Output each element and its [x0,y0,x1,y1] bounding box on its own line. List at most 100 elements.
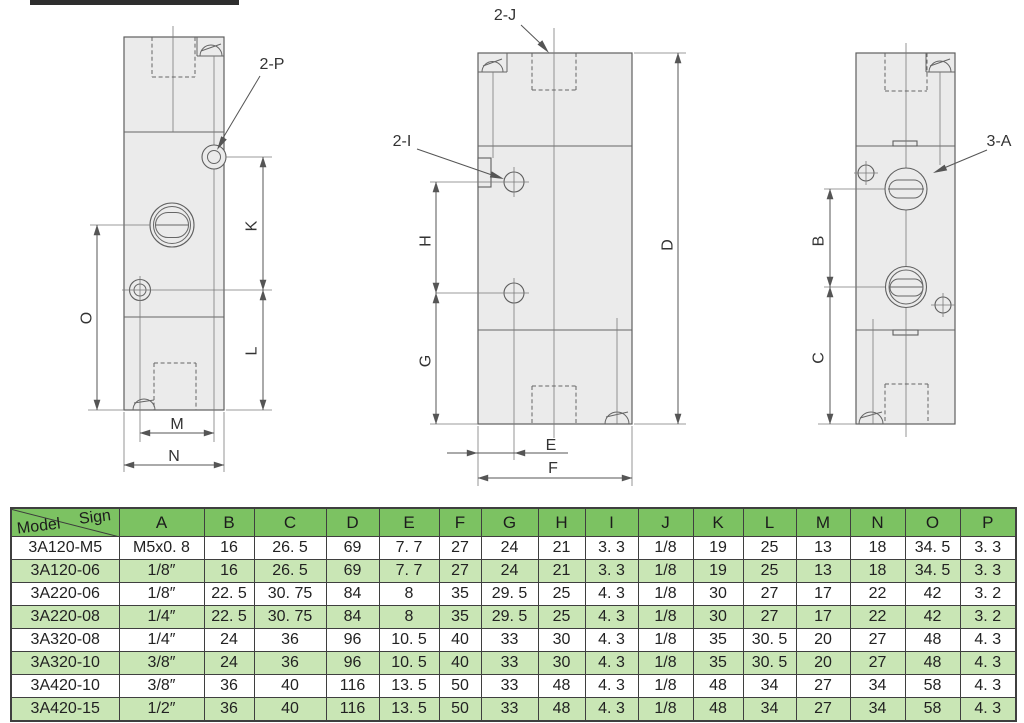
right-hidden-port-top [884,53,928,92]
value-cell: 36 [203,697,255,722]
value-cell: 30. 75 [253,605,327,629]
value-cell: 33 [480,651,539,675]
left-pilot-hole [201,144,227,170]
value-cell: 4. 3 [959,697,1017,722]
value-cell: 20 [795,651,851,675]
right-mounting-notch-top [925,53,955,73]
dimension-l: L [226,289,272,411]
left-main-port [149,202,195,248]
value-cell: 27 [438,536,482,560]
dim-label-l: L [244,346,261,355]
value-cell: 19 [692,536,744,560]
value-cell: 116 [325,697,380,722]
value-cell: 34 [742,674,797,698]
value-cell: 3. 2 [959,605,1017,629]
value-cell: 26. 5 [253,536,327,560]
value-cell: 27 [438,559,482,583]
value-cell: 69 [325,536,380,560]
value-cell: 69 [325,559,380,583]
value-cell: 84 [325,582,380,606]
callout-3a-label: 3-A [987,133,1012,150]
value-cell: 4. 3 [959,628,1017,652]
model-cell: 3A420-15 [10,697,120,722]
column-header-a: A [118,507,205,537]
dimension-h: H [418,181,440,294]
value-cell: 17 [795,605,851,629]
value-cell: 30 [692,605,744,629]
value-cell: M5x0. 8 [118,536,205,560]
middle-hidden-port-top [531,53,577,91]
value-cell: 24 [480,559,539,583]
middle-hole-lower [436,278,529,460]
value-cell: 34 [742,697,797,722]
model-cell: 3A320-10 [10,651,120,675]
value-cell: 35 [438,582,482,606]
value-cell: 48 [692,674,744,698]
table-corner-cell: Sign Model [10,507,120,537]
right-hidden-port-bottom [884,383,929,424]
value-cell: 1/8″ [118,582,205,606]
value-cell: 34. 5 [904,536,961,560]
right-valve-body [855,52,956,425]
value-cell: 116 [325,674,380,698]
column-header-o: O [904,507,961,537]
middle-valve-body [477,52,633,425]
column-header-d: D [325,507,380,537]
column-header-c: C [253,507,327,537]
right-tab-lower [892,329,919,336]
value-cell: 34 [849,674,906,698]
value-cell: 30 [537,628,586,652]
value-cell: 36 [253,651,327,675]
value-cell: 25 [742,536,797,560]
value-cell: 84 [325,605,380,629]
callout-2p: 2-P [217,56,284,150]
left-mounting-notch-top [196,37,224,57]
value-cell: 3. 3 [584,559,639,583]
dim-label-n: N [168,448,180,465]
right-screw-hole-upper [854,161,878,185]
value-cell: 1/8 [637,559,694,583]
column-header-e: E [378,507,440,537]
right-tab-upper [892,140,918,147]
dimension-e: E [447,426,568,486]
corner-label-sign: Sign [78,508,113,528]
column-header-k: K [692,507,744,537]
value-cell: 3. 3 [584,536,639,560]
top-crop-bar [30,0,239,5]
value-cell: 4. 3 [959,651,1017,675]
value-cell: 33 [480,697,539,722]
value-cell: 24 [203,651,255,675]
value-cell: 13. 5 [378,697,440,722]
dim-label-d: D [660,239,677,251]
value-cell: 36 [253,628,327,652]
dim-label-g: G [418,355,435,367]
value-cell: 96 [325,651,380,675]
value-cell: 27 [795,697,851,722]
middle-valve-drawing: H G D E [393,7,686,486]
left-valve-drawing: O K L M N [79,26,284,472]
value-cell: 27 [849,651,906,675]
value-cell: 16 [203,536,255,560]
value-cell: 24 [203,628,255,652]
value-cell: 30. 5 [742,628,797,652]
callout-2i-label: 2-I [393,133,412,150]
value-cell: 21 [537,536,586,560]
callout-2p-label: 2-P [260,56,285,73]
value-cell: 3/8″ [118,674,205,698]
value-cell: 30. 75 [253,582,327,606]
dimension-o: O [79,224,150,411]
value-cell: 13 [795,559,851,583]
leader-arrow [217,136,227,150]
value-cell: 30. 5 [742,651,797,675]
dim-label-o: O [79,312,96,324]
dim-label-b: B [811,236,828,247]
value-cell: 96 [325,628,380,652]
value-cell: 30 [537,651,586,675]
middle-mounting-notch-top [478,53,508,73]
value-cell: 3. 3 [959,536,1017,560]
